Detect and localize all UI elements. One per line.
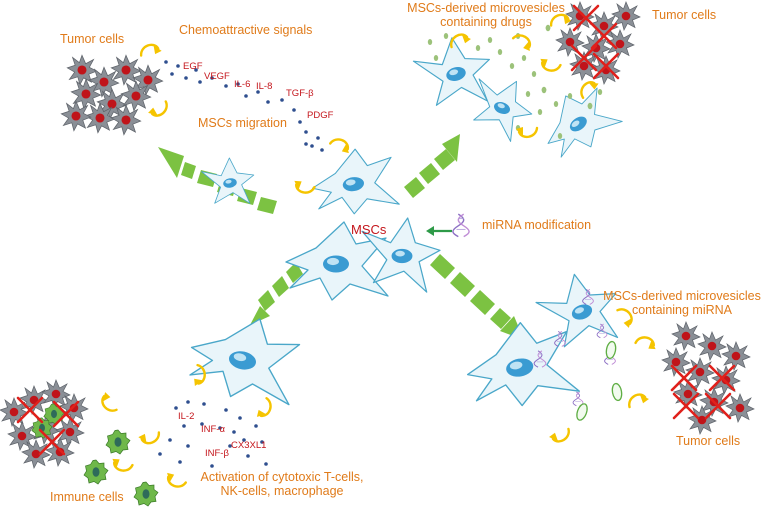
factor-tgf-beta: TGF-β — [286, 88, 314, 99]
green-arrow-to-drugs — [404, 134, 460, 198]
factor-il-8: IL-8 — [256, 81, 273, 92]
factor-cx3xl1: CX3XL1 — [231, 440, 267, 451]
chemoattractive-signals-label: Chemoattractive signals — [179, 23, 313, 37]
yellow-arrow-icon — [108, 455, 134, 475]
mirna-modification-arrow — [426, 226, 452, 236]
mirna-microvesicles-line2: containing miRNA — [631, 303, 733, 318]
yellow-arrow-icon — [547, 426, 573, 446]
chemokine-dots-migration — [164, 60, 324, 152]
immune-cells-label: Immune cells — [50, 490, 124, 504]
mirna-vesicles — [574, 340, 624, 423]
mirna-modification-label: miRNA modification — [482, 218, 592, 232]
yellow-arrow-icon — [138, 41, 164, 58]
green-arrow-to-mirna — [430, 254, 524, 340]
activation-line1: Activation of cytotoxic T-cells, — [200, 470, 364, 484]
yellow-arrow-icon — [625, 390, 651, 410]
drug-microvesicles-line1: MSCs-derived microvesicles — [407, 1, 565, 15]
cytokine-dots-immune — [158, 400, 268, 468]
yellow-arrow-icon — [290, 177, 316, 197]
drug-msc-cell-1 — [409, 29, 501, 118]
yellow-arrow-icon — [253, 396, 276, 423]
activation-line2: NK-cells, macrophage — [220, 484, 344, 499]
yellow-arrow-icon — [634, 333, 660, 353]
green-arrow-to-immune — [250, 262, 303, 325]
yellow-arrow-icon — [447, 30, 473, 50]
msc-center-label: MSCs — [351, 222, 387, 237]
yellow-arrow-icon — [328, 134, 355, 157]
activation-label: Activation of cytotoxic T-cells, NK-cell… — [182, 470, 382, 499]
tumor-cells-label-bottom-right: Tumor cells — [676, 434, 741, 448]
factor-inf-alpha: INF-α — [201, 424, 225, 435]
yellow-arrow-icon — [536, 55, 562, 75]
yellow-arrow-icon — [145, 99, 172, 121]
yellow-arrow-icon — [136, 430, 162, 447]
drug-vesicle-dots — [427, 24, 603, 139]
migrating-msc-cell — [307, 143, 401, 220]
mirna-microvesicles-line1: MSCs-derived microvesicles — [603, 289, 761, 303]
yellow-arrow-icon — [514, 125, 539, 139]
factor-egf: EGF — [183, 61, 203, 72]
factor-il-6: IL-6 — [234, 79, 251, 90]
tumor-cells-label-top-right: Tumor cells — [652, 8, 717, 22]
mirna-msc-cell-large — [459, 313, 581, 415]
drug-microvesicles-label: MSCs-derived microvesicles containing dr… — [392, 1, 580, 30]
yellow-arrow-icon — [97, 389, 119, 416]
tumor-cluster-top-left — [60, 54, 164, 136]
mirna-microvesicles-label: MSCs-derived microvesicles containing mi… — [597, 289, 767, 318]
factor-il-2: IL-2 — [178, 411, 195, 422]
msc-migration-label: MSCs migration — [198, 116, 287, 130]
dna-icon — [452, 213, 470, 238]
yellow-arrow-icon — [511, 30, 537, 54]
factor-inf-beta: INF-β — [205, 448, 229, 459]
factor-vegf: VEGF — [204, 71, 230, 82]
immune-msc-cell — [182, 305, 306, 410]
drug-microvesicles-line2: containing drugs — [440, 15, 532, 30]
factor-pdgf: PDGF — [307, 110, 334, 121]
tumor-cells-label-top-left: Tumor cells — [60, 32, 125, 46]
